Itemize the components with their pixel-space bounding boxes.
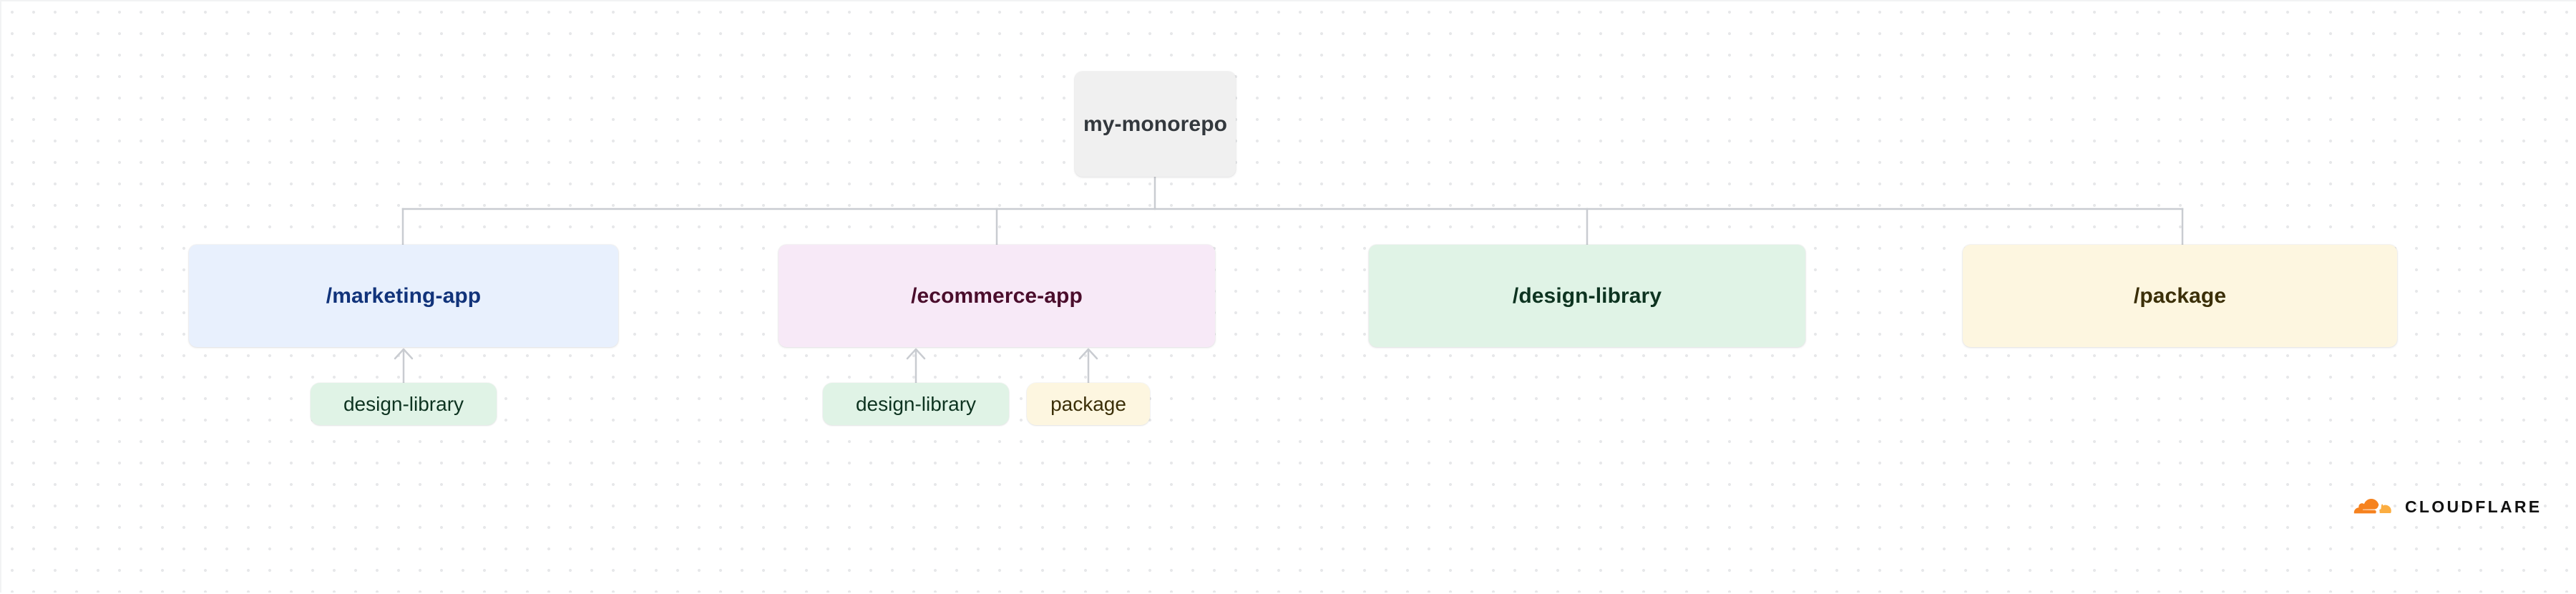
node-marketing-app-label: /marketing-app [326,283,482,308]
node-package-label: /package [2133,283,2227,308]
arrowhead-ecommerce-design-library [906,348,926,360]
node-ecommerce-app[interactable]: /ecommerce-app [779,245,1215,347]
pill-ecommerce-design-library-label: design-library [855,392,977,415]
arrowhead-ecommerce-package [1078,348,1098,360]
pill-ecommerce-design-library[interactable]: design-library [823,383,1009,425]
cloudflare-wordmark: CLOUDFLARE [2405,497,2542,516]
node-design-library-label: /design-library [1512,283,1662,308]
pill-marketing-design-library-label: design-library [343,392,464,415]
node-package[interactable]: /package [1963,245,2397,347]
node-marketing-app[interactable]: /marketing-app [189,245,618,347]
pill-ecommerce-package[interactable]: package [1027,383,1150,425]
arrowhead-marketing-design-library [394,348,414,360]
node-design-library[interactable]: /design-library [1369,245,1805,347]
node-ecommerce-app-label: /ecommerce-app [911,283,1083,308]
node-root[interactable]: my-monorepo [1075,72,1236,177]
pill-ecommerce-package-label: package [1050,392,1126,415]
cloudflare-logo: CLOUDFLARE [2352,495,2542,518]
cloudflare-cloud-icon [2353,499,2391,514]
node-root-label: my-monorepo [1083,112,1228,136]
pill-marketing-design-library[interactable]: design-library [311,383,497,425]
